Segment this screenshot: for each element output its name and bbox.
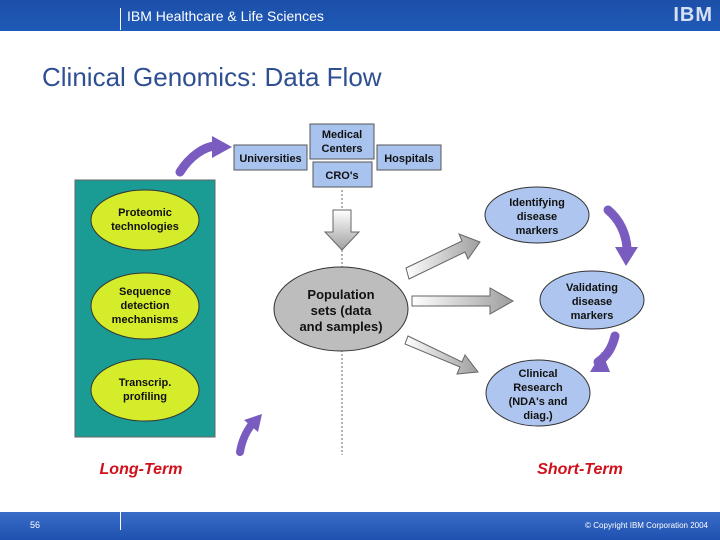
sequence-line-3: mechanisms	[112, 314, 179, 326]
page-number: 56	[30, 520, 41, 530]
bottom-curve-arrow	[236, 420, 256, 456]
validating-oval	[539, 270, 645, 330]
arrow-to-validating	[411, 287, 515, 315]
arrowhead-identify-validate	[615, 247, 638, 266]
footer-bar: 56 © Copyright IBM Corporation 2004	[0, 512, 720, 540]
proteomic-line-1: Proteomic	[118, 207, 172, 219]
short-term-label: Short-Term	[537, 461, 623, 478]
identifying-line-1: Identifying	[509, 197, 565, 209]
hospitals-box	[376, 144, 442, 171]
validating-line-1: Validating	[566, 282, 618, 294]
clinical-line-3: (NDA's and	[509, 396, 568, 408]
population-line-3: and samples)	[299, 319, 382, 334]
sequence-oval	[90, 272, 200, 340]
down-arrow	[323, 209, 361, 251]
universities-box	[233, 144, 308, 171]
cros-box	[312, 161, 373, 188]
identifying-oval	[484, 186, 590, 244]
clinical-line-4: diag.)	[523, 410, 553, 422]
medical-centers-box	[309, 123, 375, 160]
proteomic-line-2: technologies	[111, 221, 179, 233]
universities-label: Universities	[239, 153, 301, 165]
arrowhead-validate-clinical	[590, 352, 610, 372]
clinical-line-1: Clinical	[518, 368, 557, 380]
cros-label: CRO's	[325, 170, 358, 182]
population-line-1: Population	[307, 287, 374, 302]
footer-divider	[120, 512, 121, 530]
validating-line-3: markers	[571, 310, 614, 322]
sequence-line-2: detection	[121, 300, 170, 312]
proteomic-oval	[90, 189, 200, 251]
ibm-logo: IBM	[673, 4, 713, 26]
header-divider	[120, 8, 121, 30]
long-term-label: Long-Term	[100, 461, 183, 478]
population-oval	[273, 266, 409, 352]
population-line-2: sets (data	[311, 303, 372, 318]
transcrip-line-1: Transcrip.	[119, 377, 172, 389]
arrow-to-identifying	[405, 233, 481, 280]
page-title: Clinical Genomics: Data Flow	[42, 62, 382, 92]
copyright-text: © Copyright IBM Corporation 2004	[585, 521, 708, 530]
bottom-curve-arrowhead	[244, 414, 262, 432]
curve-arrow-identify-validate	[603, 205, 632, 253]
identifying-line-2: disease	[517, 211, 557, 223]
clinical-line-2: Research	[513, 382, 563, 394]
feedback-curve-arrow	[175, 141, 221, 177]
validating-line-2: disease	[572, 296, 612, 308]
feedback-arrowhead	[212, 136, 232, 158]
clinical-oval	[485, 359, 591, 427]
transcrip-oval	[90, 358, 200, 422]
header-title: IBM Healthcare & Life Sciences	[127, 8, 324, 24]
arrow-to-clinical	[404, 335, 479, 375]
sequence-line-1: Sequence	[119, 286, 171, 298]
hospitals-label: Hospitals	[384, 153, 434, 165]
header-bar: IBM Healthcare & Life Sciences IBM	[0, 0, 720, 31]
identifying-line-3: markers	[516, 225, 559, 237]
transcrip-line-2: profiling	[123, 391, 167, 403]
medical-centers-label-2: Centers	[322, 143, 363, 155]
medical-centers-label-1: Medical	[322, 129, 362, 141]
